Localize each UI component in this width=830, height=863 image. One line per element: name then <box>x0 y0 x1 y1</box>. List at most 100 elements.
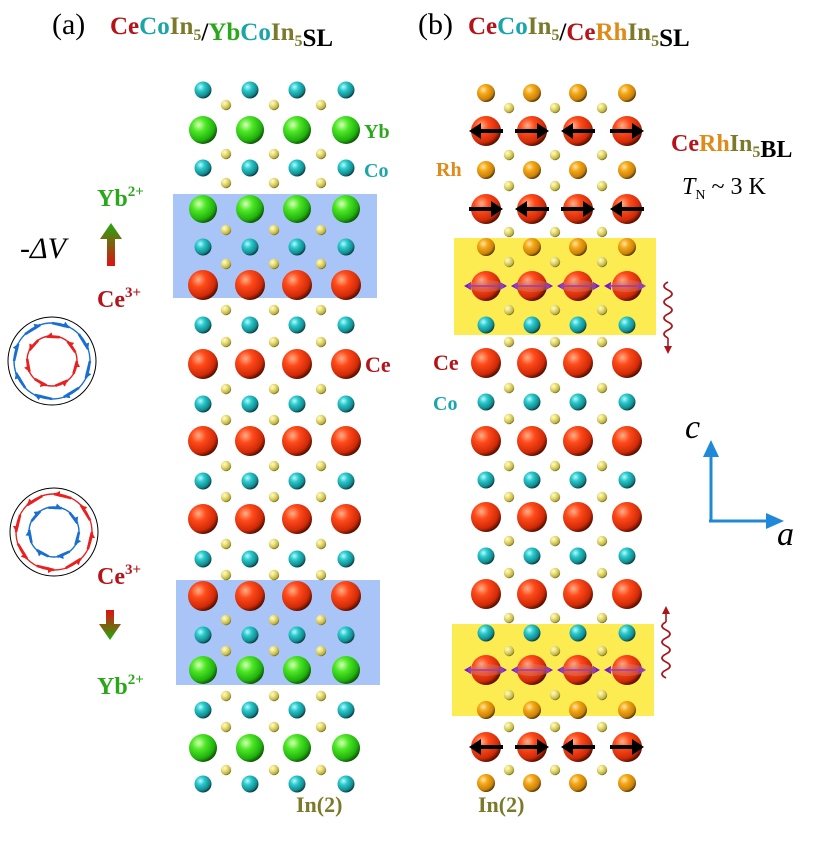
in-atom <box>596 491 608 503</box>
in-atom <box>220 764 232 776</box>
co-atom <box>569 624 587 642</box>
co-atom <box>241 238 259 256</box>
ce-atom <box>235 349 265 379</box>
panel-a-title: CeCoIn5/YbCoIn5SL <box>110 13 333 52</box>
yb-atom <box>332 734 360 762</box>
in-atom <box>503 304 515 316</box>
in-atom <box>503 336 515 348</box>
in-atom <box>549 226 561 238</box>
ce3-ion-top: Ce3+ <box>97 285 141 313</box>
co-atom <box>241 316 259 334</box>
yb-atom <box>283 656 311 684</box>
in-atom <box>268 99 280 111</box>
in-atom <box>503 256 515 268</box>
ce-atom <box>331 581 361 611</box>
a-axis-label: a <box>777 516 794 553</box>
co-atom <box>241 159 259 177</box>
co-atom <box>288 550 306 568</box>
co-atom <box>477 393 495 411</box>
co-label-a: Co <box>364 160 388 182</box>
co-atom <box>288 238 306 256</box>
ce-atom <box>282 349 312 379</box>
co-atom <box>523 547 541 565</box>
in-atom <box>220 177 232 189</box>
co-atom <box>477 624 495 642</box>
excitation-wave-top <box>663 281 673 354</box>
ce-atom <box>471 579 501 609</box>
co-atom <box>241 701 259 719</box>
co-atom <box>288 159 306 177</box>
in-atom <box>503 180 515 192</box>
c-axis-arrowhead <box>703 440 719 457</box>
co-atom <box>241 775 259 793</box>
ce-atom <box>612 502 642 532</box>
rh-atom <box>569 238 587 256</box>
yb-atom <box>189 734 217 762</box>
yb-atom <box>236 116 264 144</box>
in-atom <box>503 764 515 776</box>
co-atom <box>477 316 495 334</box>
in-atom <box>315 538 327 550</box>
ce-atom <box>331 270 361 300</box>
co-atom <box>194 238 212 256</box>
yb-atom <box>189 116 217 144</box>
in-atom <box>549 460 561 472</box>
in-atom <box>220 538 232 550</box>
spin-arrows-panel-b <box>464 123 646 755</box>
in-atom <box>549 612 561 624</box>
co-atom <box>337 316 355 334</box>
ce-atom <box>188 349 218 379</box>
in-atom <box>596 304 608 316</box>
co-atom <box>477 471 495 489</box>
ce-atom <box>188 581 218 611</box>
ce-atom <box>282 504 312 534</box>
ce-atom <box>188 504 218 534</box>
rh-atom <box>477 84 495 102</box>
co-atom <box>337 775 355 793</box>
in-atom <box>220 148 232 160</box>
spin-arrowhead <box>469 739 481 755</box>
in-atom <box>549 567 561 579</box>
delta-v-label: -ΔV <box>20 232 70 265</box>
co-atom <box>288 395 306 413</box>
in-atom <box>220 383 232 395</box>
valence-arrow-down <box>99 610 121 640</box>
co-atom <box>194 550 212 568</box>
rh-atom <box>477 774 495 792</box>
rh-atom <box>569 84 587 102</box>
co-atom <box>241 472 259 490</box>
in-atom <box>596 612 608 624</box>
co-atom <box>194 775 212 793</box>
in-atom <box>220 224 232 236</box>
in-atom <box>596 764 608 776</box>
ce-atom <box>471 426 501 456</box>
in-atom <box>549 645 561 657</box>
rh-atom <box>618 774 636 792</box>
in-atom <box>315 460 327 472</box>
in-atom <box>268 460 280 472</box>
co-atom <box>288 472 306 490</box>
excitation-wave-bottom <box>661 606 671 679</box>
in-atom <box>220 569 232 581</box>
in-atom <box>549 304 561 316</box>
in-atom <box>315 491 327 503</box>
in-atom <box>220 304 232 316</box>
in-atom <box>268 177 280 189</box>
yb-atom <box>236 656 264 684</box>
spin-arrowhead <box>561 739 573 755</box>
crystal-axes: c a <box>685 409 794 553</box>
co-atom <box>337 81 355 99</box>
ce-atom <box>235 581 265 611</box>
in-atom <box>503 721 515 733</box>
ce-atom <box>517 502 547 532</box>
in-atom <box>315 764 327 776</box>
in-atom <box>315 336 327 348</box>
co-atom <box>523 624 541 642</box>
rh-atom <box>618 161 636 179</box>
yb2-ion-top: Yb2+ <box>97 184 144 212</box>
in-atom <box>503 567 515 579</box>
ce-atom <box>517 348 547 378</box>
co-atom <box>337 626 355 644</box>
in-atom <box>315 569 327 581</box>
